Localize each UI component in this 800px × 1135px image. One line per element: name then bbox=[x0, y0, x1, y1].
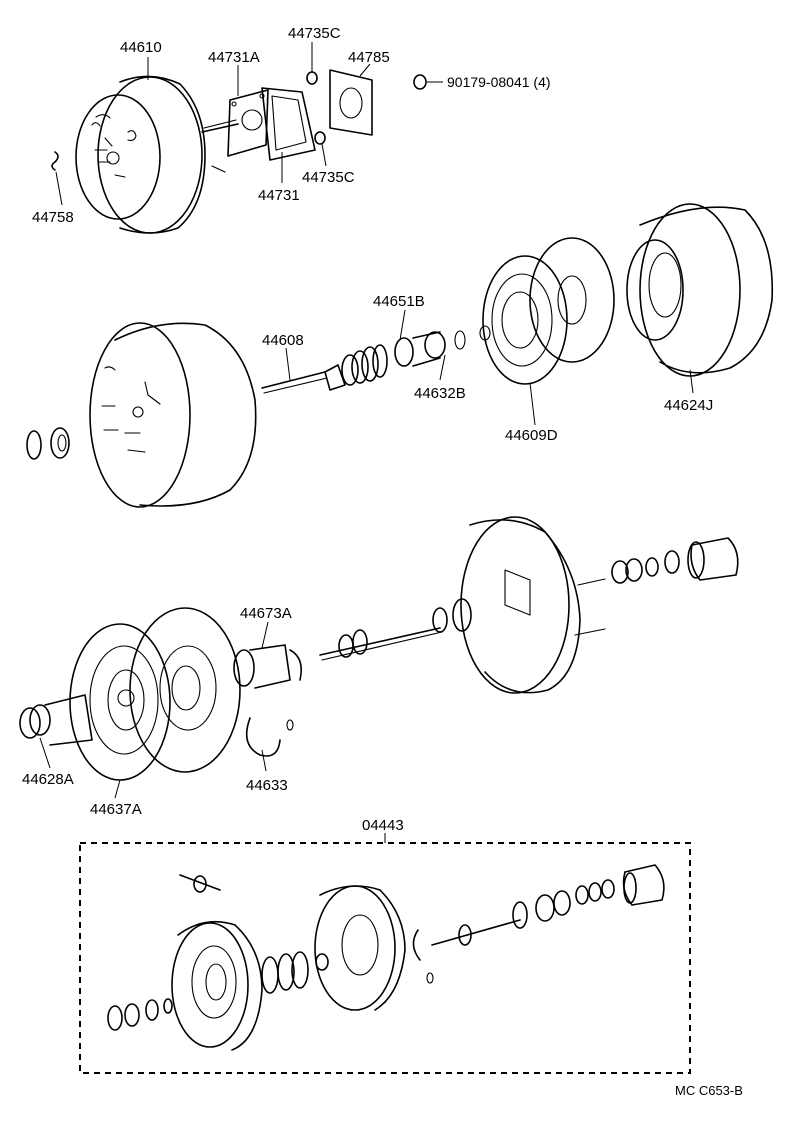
label-44673A: 44673A bbox=[240, 605, 292, 622]
label-44609D: 44609D bbox=[505, 427, 558, 444]
sleeve-44628A bbox=[19, 694, 93, 746]
label-44632B: 44632B bbox=[414, 385, 466, 402]
brake-booster-assembly bbox=[75, 75, 239, 234]
nut-90179 bbox=[413, 74, 443, 90]
push-rod-44608 bbox=[261, 371, 328, 394]
label-44651B: 44651B bbox=[373, 293, 425, 310]
label-44637A: 44637A bbox=[90, 801, 142, 818]
retainer-44633 bbox=[245, 717, 294, 757]
gasket-frame-44731 bbox=[261, 87, 316, 161]
rear-shell-44624J bbox=[626, 203, 774, 377]
gasket-44785 bbox=[329, 69, 373, 136]
label-44624J: 44624J bbox=[664, 397, 713, 414]
label-44785: 44785 bbox=[348, 49, 390, 66]
label-90179-08041: 90179-08041 (4) bbox=[447, 74, 551, 90]
label-44608: 44608 bbox=[262, 332, 304, 349]
diaphragm-mid bbox=[129, 607, 241, 773]
seal-washer-pair bbox=[26, 427, 70, 460]
boot-bellows bbox=[324, 344, 388, 391]
valve-44673A bbox=[233, 644, 303, 689]
label-44758: 44758 bbox=[32, 209, 74, 226]
label-44735C-top: 44735C bbox=[288, 25, 341, 42]
plate-44637A bbox=[69, 623, 171, 781]
label-04443: 04443 bbox=[362, 817, 404, 834]
rear-shell-mid bbox=[460, 516, 606, 694]
diaphragm-44609D bbox=[482, 237, 615, 385]
washer-44735C-top bbox=[306, 71, 318, 85]
leader-lines bbox=[39, 42, 694, 843]
gasket-plate-44731A bbox=[227, 89, 269, 157]
label-44633: 44633 bbox=[246, 777, 288, 794]
label-44628A: 44628A bbox=[22, 771, 74, 788]
label-44731A: 44731A bbox=[208, 49, 260, 66]
label-44731: 44731 bbox=[258, 187, 300, 204]
push-rod-assembly-mid bbox=[319, 598, 472, 661]
label-44610: 44610 bbox=[120, 39, 162, 56]
valve-body-44651B bbox=[394, 325, 491, 367]
kit-outline-04443 bbox=[79, 842, 691, 1074]
label-44735C-bottom: 44735C bbox=[302, 169, 355, 186]
clevis-pin-part bbox=[51, 151, 59, 171]
seal-rings-mid bbox=[611, 537, 739, 584]
front-shell bbox=[89, 322, 257, 508]
washer-44735C-bottom bbox=[314, 131, 326, 145]
figure-code: MC C653-B bbox=[675, 1083, 743, 1098]
kit-parts bbox=[107, 864, 665, 1051]
